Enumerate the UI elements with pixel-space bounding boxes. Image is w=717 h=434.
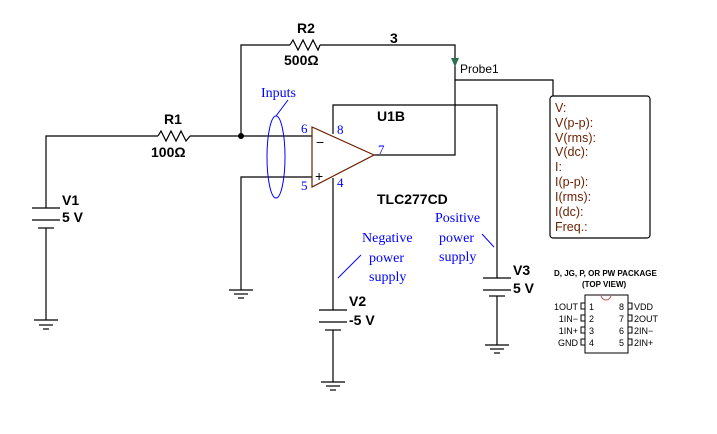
v2-name: V2 [349,293,366,309]
measurement-v: V: [555,101,566,115]
positive-supply-annotation: Positive power supply [435,211,495,265]
probe-measurement-box[interactable]: V: V(p-p): V(rms): V(dc): I: I(p-p): I(r… [549,95,651,239]
v1-value: 5 V [62,209,84,225]
measurement-freq: Freq.: [555,220,588,234]
pin-7: 7 [378,142,385,157]
inputs-annotation: Inputs [261,86,296,199]
battery-v1[interactable] [32,207,60,229]
package-pin-number: 7 [619,314,624,324]
ground-icon [321,381,345,391]
package-pin-name: GND [558,338,579,348]
resistor-r1[interactable] [157,129,191,143]
ground-icon [229,289,253,299]
package-pin-name: 1IN+ [559,326,578,336]
package-pin-number: 3 [589,326,594,336]
package-pin-number: 2 [589,314,594,324]
measurement-irms: I(rms): [555,190,591,204]
measurement-idc: I(dc): [555,205,583,219]
probe-label: Probe1 [460,62,499,76]
measurement-vrms: V(rms): [555,131,596,145]
package-pin-name: 1IN− [559,314,578,324]
probe-icon[interactable] [451,58,459,67]
package-pin-name: 2IN+ [634,338,653,348]
v2-value: -5 V [349,312,375,328]
opamp-u1b[interactable] [311,126,376,188]
u1-name: U1B [377,108,405,124]
r1-value: 100Ω [151,144,186,160]
annotation-text: supply [369,270,406,285]
package-pinout-diagram: D, JG, P, OR PW PACKAGE (TOP VIEW) 1OUT … [554,269,659,354]
annotation-text: power [369,251,404,266]
package-title: D, JG, P, OR PW PACKAGE [554,269,657,278]
package-pin-number: 8 [619,302,624,312]
inputs-label: Inputs [261,86,296,101]
package-pin-name: 1OUT [554,302,579,312]
package-pin-number: 4 [589,338,594,348]
net-label: 3 [390,30,398,46]
package-pin-name: 2OUT [634,314,659,324]
pin-4: 4 [337,175,344,190]
v3-value: 5 V [513,280,535,296]
u1-part: TLC277CD [377,191,448,207]
ground-icon [485,344,509,354]
package-pin-number: 1 [589,302,594,312]
battery-v2[interactable] [319,309,347,331]
annotation-text: power [439,231,474,246]
wires [45,44,554,382]
ground-icon [34,319,58,330]
package-subtitle: (TOP VIEW) [582,280,626,289]
package-pin-name: 2IN− [634,326,653,336]
measurement-vdc: V(dc): [555,145,588,159]
r2-name: R2 [297,20,315,36]
measurement-vpp: V(p-p): [555,116,593,130]
annotation-text: supply [439,250,476,265]
annotation-text: Positive [435,211,480,226]
pin-5: 5 [301,178,308,193]
pin-6: 6 [301,121,308,136]
r2-value: 500Ω [284,52,319,68]
measurement-ipp: I(p-p): [555,175,588,189]
resistor-r2[interactable] [289,38,321,52]
measurement-i: I: [555,160,562,174]
package-pin-number: 6 [619,326,624,336]
noninverting-input-sign: + [315,168,323,184]
package-pin-number: 5 [619,338,624,348]
negative-supply-annotation: Negative power supply [337,231,413,285]
r1-name: R1 [164,111,182,127]
v3-name: V3 [513,262,530,278]
junction-dot [238,133,244,139]
battery-v3[interactable] [483,277,511,297]
annotation-text: Negative [362,231,413,246]
pin-8: 8 [337,122,344,137]
v1-name: V1 [62,192,79,208]
package-pin-name: VDD [634,302,654,312]
inverting-input-sign: − [316,134,324,150]
